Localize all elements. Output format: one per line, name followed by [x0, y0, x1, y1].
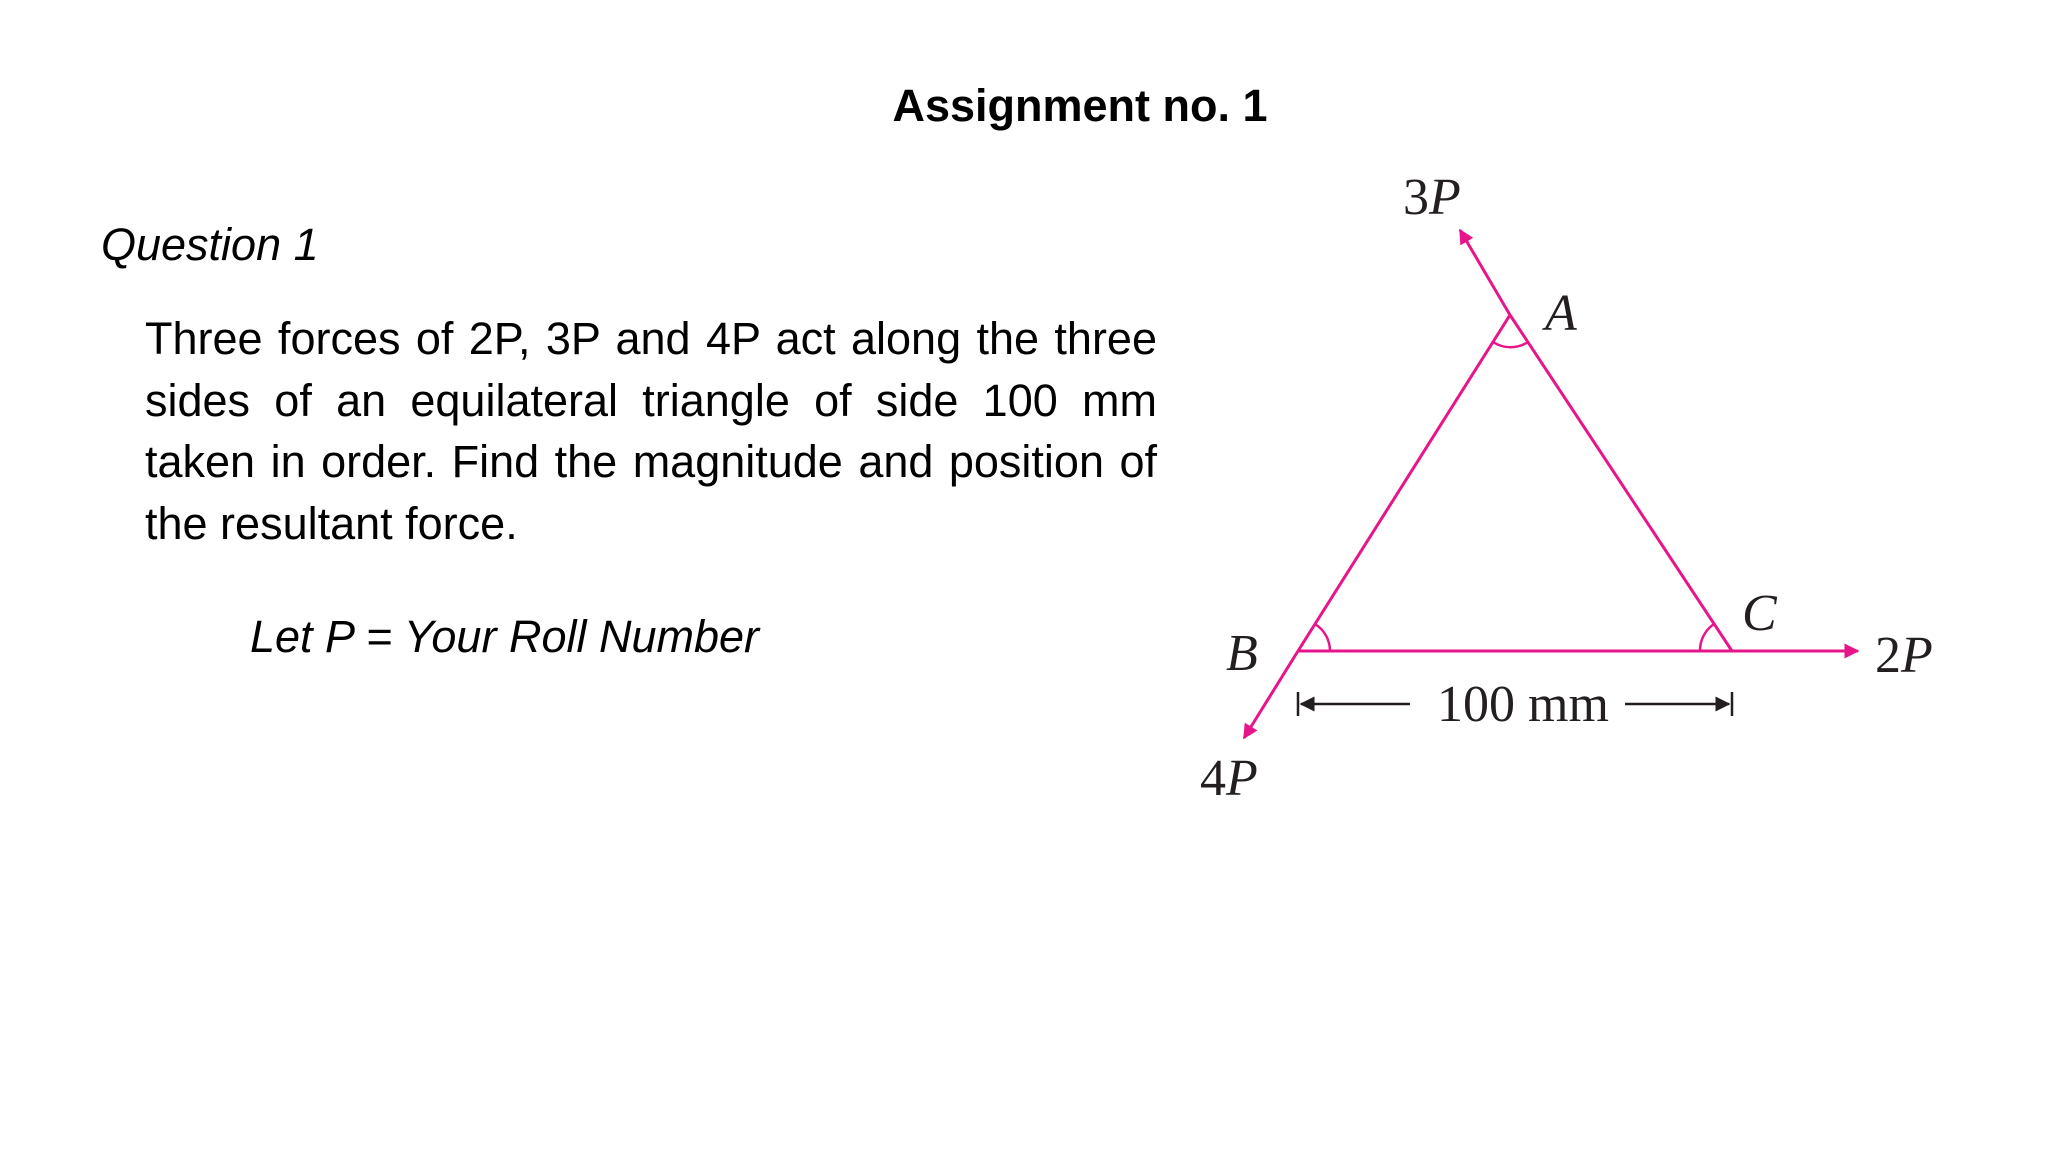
- slide-title: Assignment no. 1: [892, 80, 1268, 131]
- question-label: Question 1: [101, 219, 319, 270]
- vertex-label-c: C: [1742, 585, 1778, 642]
- angle-arc-b: [1314, 622, 1332, 652]
- roll-number-note: Let P = Your Roll Number: [250, 611, 760, 662]
- force-triangle-diagram: 100 mm A B C 3P 2P 4P: [1200, 169, 1933, 807]
- question-text: Three forces of 2P, 3P and 4P act along …: [145, 313, 1157, 549]
- force-4p-arrow: [1242, 650, 1300, 740]
- side-ac: [1508, 314, 1734, 652]
- dimension-label: 100 mm: [1437, 676, 1609, 733]
- vertex-label-a: A: [1542, 285, 1577, 342]
- vertex-label-b: B: [1226, 625, 1258, 682]
- angle-arc-a: [1492, 340, 1529, 349]
- side-ba: [1296, 314, 1512, 652]
- force-label-3p: 3P: [1403, 169, 1461, 226]
- force-label-2p: 2P: [1875, 627, 1933, 684]
- force-3p-arrow: [1458, 228, 1512, 316]
- force-label-4p: 4P: [1200, 750, 1258, 807]
- angle-arc-c: [1698, 622, 1715, 652]
